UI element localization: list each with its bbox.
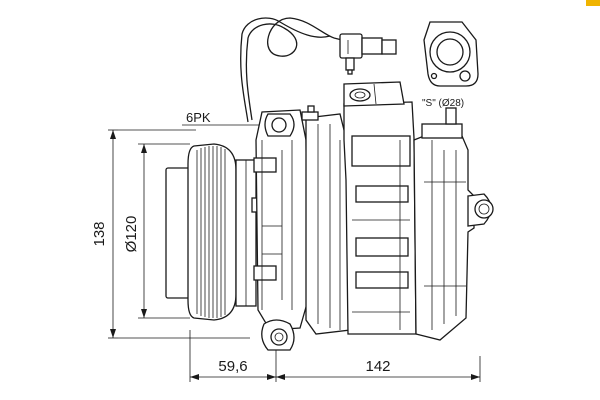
- middle-housing: [301, 105, 351, 335]
- belt-label: 6PK: [186, 110, 211, 125]
- corner-accent-mark: [586, 0, 600, 6]
- suction-port-top: [343, 81, 405, 107]
- pulley-6pk: [187, 143, 237, 321]
- rear-cover: [413, 107, 475, 341]
- clutch-plate: [165, 167, 191, 299]
- dimension-142: [276, 356, 481, 382]
- port-detail-flange: [423, 21, 479, 87]
- pulley-diameter-label: Ø120: [123, 216, 140, 253]
- dimension-138: [108, 129, 250, 339]
- body-length-label: 142: [365, 358, 390, 375]
- wire-connector: [339, 33, 397, 75]
- sensor-wire: [240, 17, 343, 123]
- height-dimension-label: 138: [91, 221, 108, 246]
- clutch-hub: [235, 159, 261, 307]
- pulley-offset-label: 59,6: [218, 358, 247, 375]
- upper-mounting-ear: [264, 113, 295, 137]
- lower-mounting-ear: [261, 319, 295, 351]
- rear-head: [343, 101, 417, 335]
- dimension-diameter-120: [138, 143, 190, 319]
- port-label: "S" (Ø28): [422, 98, 464, 109]
- front-housing: [253, 109, 309, 331]
- rear-mounting-ear: [467, 193, 494, 227]
